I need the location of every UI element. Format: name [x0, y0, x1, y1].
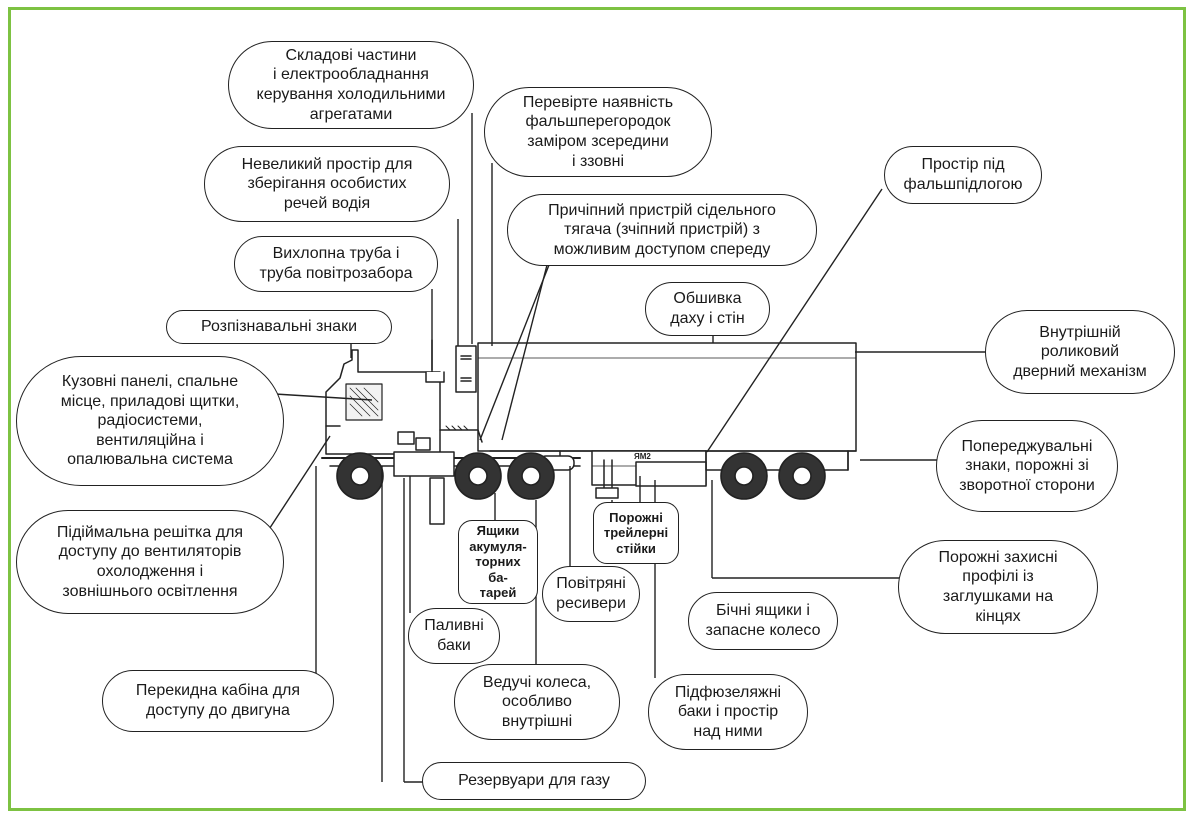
callout-underbody-tanks: Підфюзеляжні баки і простір над ними	[648, 674, 808, 750]
callout-false-bulkheads: Перевірте наявність фальшперегородок зам…	[484, 87, 712, 177]
trailer	[477, 342, 857, 499]
callout-tilting-cab: Перекидна кабіна для доступу до двигуна	[102, 670, 334, 732]
callout-lifting-grille: Підіймальна решітка для доступу до венти…	[16, 510, 284, 614]
callout-gas-tanks: Резервуари для газу	[422, 762, 646, 800]
callout-door-mechanism: Внутрішній роликовий дверний механізм	[985, 310, 1175, 394]
callout-refrigeration-controls: Складові частини і електрообладнання кер…	[228, 41, 474, 129]
refrigeration-unit	[455, 345, 477, 393]
callout-roof-walls: Обшивка даху і стін	[645, 282, 770, 336]
callout-false-floor: Простір під фальшпідлогою	[884, 146, 1042, 204]
callout-cab-panels: Кузовні панелі, спальне місце, приладові…	[16, 356, 284, 486]
trailer-plate: ЯМ2	[634, 452, 651, 461]
green-frame	[8, 7, 1186, 811]
callout-fuel-tanks: Паливні баки	[408, 608, 500, 664]
callout-side-boxes: Бічні ящики і запасне колесо	[688, 592, 838, 650]
tractor-cab	[321, 339, 581, 525]
callout-exhaust-intake: Вихлопна труба і труба повітрозабора	[234, 236, 438, 292]
callout-air-receivers: Повітряні ресивери	[542, 566, 640, 622]
callout-warning-signs: Попереджувальні знаки, порожні зі зворот…	[936, 420, 1118, 512]
callout-battery-boxes: Ящики акумуля- торних ба- тарей	[458, 520, 538, 604]
callout-protective-profiles: Порожні захисні профілі із заглушками на…	[898, 540, 1098, 634]
callout-drive-wheels: Ведучі колеса, особливо внутрішні	[454, 664, 620, 740]
leader-lines	[261, 113, 990, 783]
callout-fifth-wheel: Причіпний пристрій сідельного тягача (зч…	[507, 194, 817, 266]
callout-identification-marks: Розпізнавальні знаки	[166, 310, 392, 344]
wheels	[336, 452, 826, 500]
callout-trailer-stands: Порожні трейлерні стійки	[593, 502, 679, 564]
callout-driver-storage: Невеликий простір для зберігання особист…	[204, 146, 450, 222]
